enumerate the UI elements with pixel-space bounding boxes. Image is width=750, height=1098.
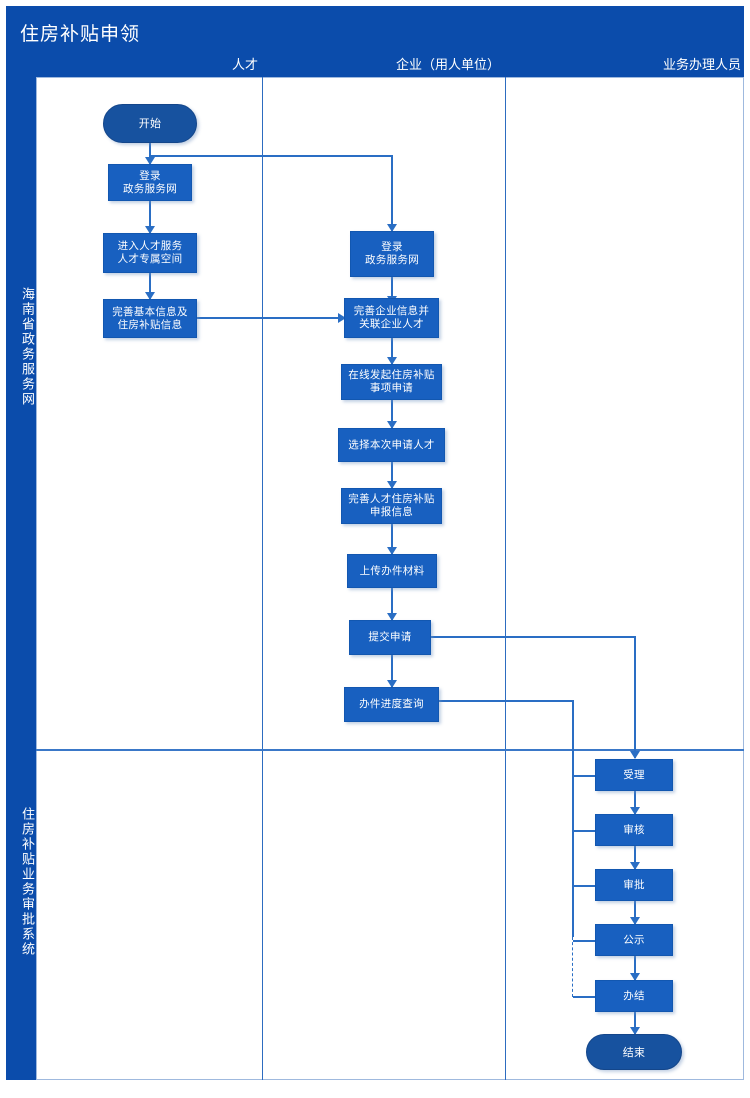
arrow-accept-to-review (630, 807, 640, 815)
node-talent-space-label: 进入人才服务人才专属空间 (117, 240, 183, 265)
arrow-start-to-company-login (387, 224, 397, 232)
node-publicity-label: 公示 (623, 933, 645, 946)
conn-accept-to-review (634, 791, 636, 814)
arrow-select-to-fill (387, 481, 397, 489)
conn-publicity-to-complete (634, 956, 636, 980)
node-upload-material-label: 上传办件材料 (359, 564, 425, 577)
arrow-complete-to-end (630, 1027, 640, 1035)
node-start[interactable]: 开始 (103, 104, 197, 143)
arrow-submit-to-progress (387, 680, 397, 688)
arrow-publicity-to-complete (630, 973, 640, 981)
node-review-label: 审核 (623, 823, 645, 836)
conn-space-to-info (149, 273, 151, 299)
node-review[interactable]: 审核 (595, 814, 673, 846)
conn-approve-to-publicity (634, 901, 636, 924)
column-header-strip (6, 54, 744, 77)
arrow-start-to-login (145, 157, 155, 165)
conn-select-to-fill (391, 462, 393, 488)
node-company-login[interactable]: 登录政务服务网 (350, 231, 434, 277)
node-talent-info[interactable]: 完善基本信息及住房补贴信息 (103, 299, 197, 338)
arrow-upload-to-submit (387, 613, 397, 621)
arrow-fill-to-upload (387, 547, 397, 555)
lane-divider (36, 749, 744, 751)
conn-start-branch-v (391, 155, 393, 231)
stub-review (573, 830, 595, 832)
node-talent-info-label: 完善基本信息及住房补贴信息 (112, 305, 188, 331)
node-upload-material[interactable]: 上传办件材料 (347, 554, 437, 588)
conn-start-branch-h (149, 155, 392, 157)
arrow-online-to-select (387, 421, 397, 429)
node-online-apply[interactable]: 在线发起住房补贴事项申请 (341, 364, 442, 400)
node-progress-query-label: 办件进度查询 (359, 698, 424, 710)
conn-status-collector-dashed (572, 937, 573, 997)
arrow-submit-to-accept (630, 751, 640, 759)
node-talent-login[interactable]: 登录政务服务网 (108, 164, 192, 201)
conn-status-collector-v (572, 700, 574, 937)
node-select-talent-label: 选择本次申请人才 (348, 438, 435, 451)
node-progress-query[interactable]: 办件进度查询 (344, 687, 439, 722)
node-accept-label: 受理 (623, 768, 645, 781)
conn-fill-to-upload (391, 524, 393, 554)
stub-complete (573, 996, 595, 998)
conn-talentinfo-to-companyinfo (197, 317, 340, 319)
node-approve[interactable]: 审批 (595, 869, 673, 901)
node-fill-declare-label: 完善人才住房补贴申报信息 (348, 493, 435, 518)
page-title: 住房补贴申领 (20, 23, 141, 45)
stub-publicity (573, 940, 595, 942)
node-accept[interactable]: 受理 (595, 759, 673, 791)
column-divider-2 (505, 77, 506, 1080)
lane-band-system: 住房补贴业务审批系统 (6, 749, 36, 1080)
arrow-approve-to-publicity (630, 917, 640, 925)
conn-submit-to-progress (391, 655, 393, 687)
node-company-info-label: 完善企业信息并关联企业人才 (353, 305, 430, 330)
column-divider-1 (262, 77, 263, 1080)
column-header-operator: 业务办理人员 (662, 58, 741, 73)
stub-accept (573, 775, 595, 777)
lane-band-portal: 海南省政务服务网 (6, 77, 36, 749)
title-bar: 住房补贴申领 (6, 6, 744, 54)
node-talent-login-label: 登录政务服务网 (123, 169, 177, 195)
node-start-label: 开始 (138, 117, 162, 130)
node-select-talent[interactable]: 选择本次申请人才 (338, 428, 445, 462)
stub-approve (573, 885, 595, 887)
node-talent-space[interactable]: 进入人才服务人才专属空间 (103, 233, 197, 273)
node-complete[interactable]: 办结 (595, 980, 673, 1012)
node-end[interactable]: 结束 (586, 1034, 682, 1070)
column-header-company: 企业（用人单位） (395, 58, 500, 73)
arrow-talentinfo-to-companyinfo (338, 313, 346, 323)
arrow-review-to-approve (630, 862, 640, 870)
conn-complete-to-end (634, 1012, 636, 1034)
arrow-login-to-space (145, 226, 155, 234)
arrow-space-to-info (145, 292, 155, 300)
conn-submit-to-accept-v (634, 636, 636, 758)
node-submit-apply[interactable]: 提交申请 (349, 620, 431, 655)
column-header-talent: 人才 (231, 58, 258, 73)
node-publicity[interactable]: 公示 (595, 924, 673, 956)
node-complete-label: 办结 (623, 989, 645, 1002)
node-company-login-label: 登录政务服务网 (365, 241, 419, 266)
conn-login-to-space (149, 201, 151, 233)
node-approve-label: 审批 (623, 878, 645, 891)
node-end-label: 结束 (622, 1045, 646, 1059)
arrow-companyinfo-to-online (387, 357, 397, 365)
conn-start-to-login (149, 143, 151, 164)
node-submit-apply-label: 提交申请 (368, 631, 412, 643)
lane-label-system: 住房补贴业务审批系统 (19, 807, 34, 957)
node-online-apply-label: 在线发起住房补贴事项申请 (348, 369, 435, 394)
conn-companyinfo-to-online (391, 338, 393, 364)
conn-submit-to-accept-h (431, 636, 635, 638)
conn-upload-to-submit (391, 588, 393, 620)
conn-status-to-progress-h (432, 700, 573, 702)
node-fill-declare[interactable]: 完善人才住房补贴申报信息 (341, 488, 442, 524)
conn-online-to-select (391, 400, 393, 428)
conn-review-to-approve (634, 846, 636, 869)
node-company-info[interactable]: 完善企业信息并关联企业人才 (344, 298, 439, 338)
lane-label-portal: 海南省政务服务网 (19, 287, 34, 407)
conn-companylogin-to-companyinfo (391, 277, 393, 303)
